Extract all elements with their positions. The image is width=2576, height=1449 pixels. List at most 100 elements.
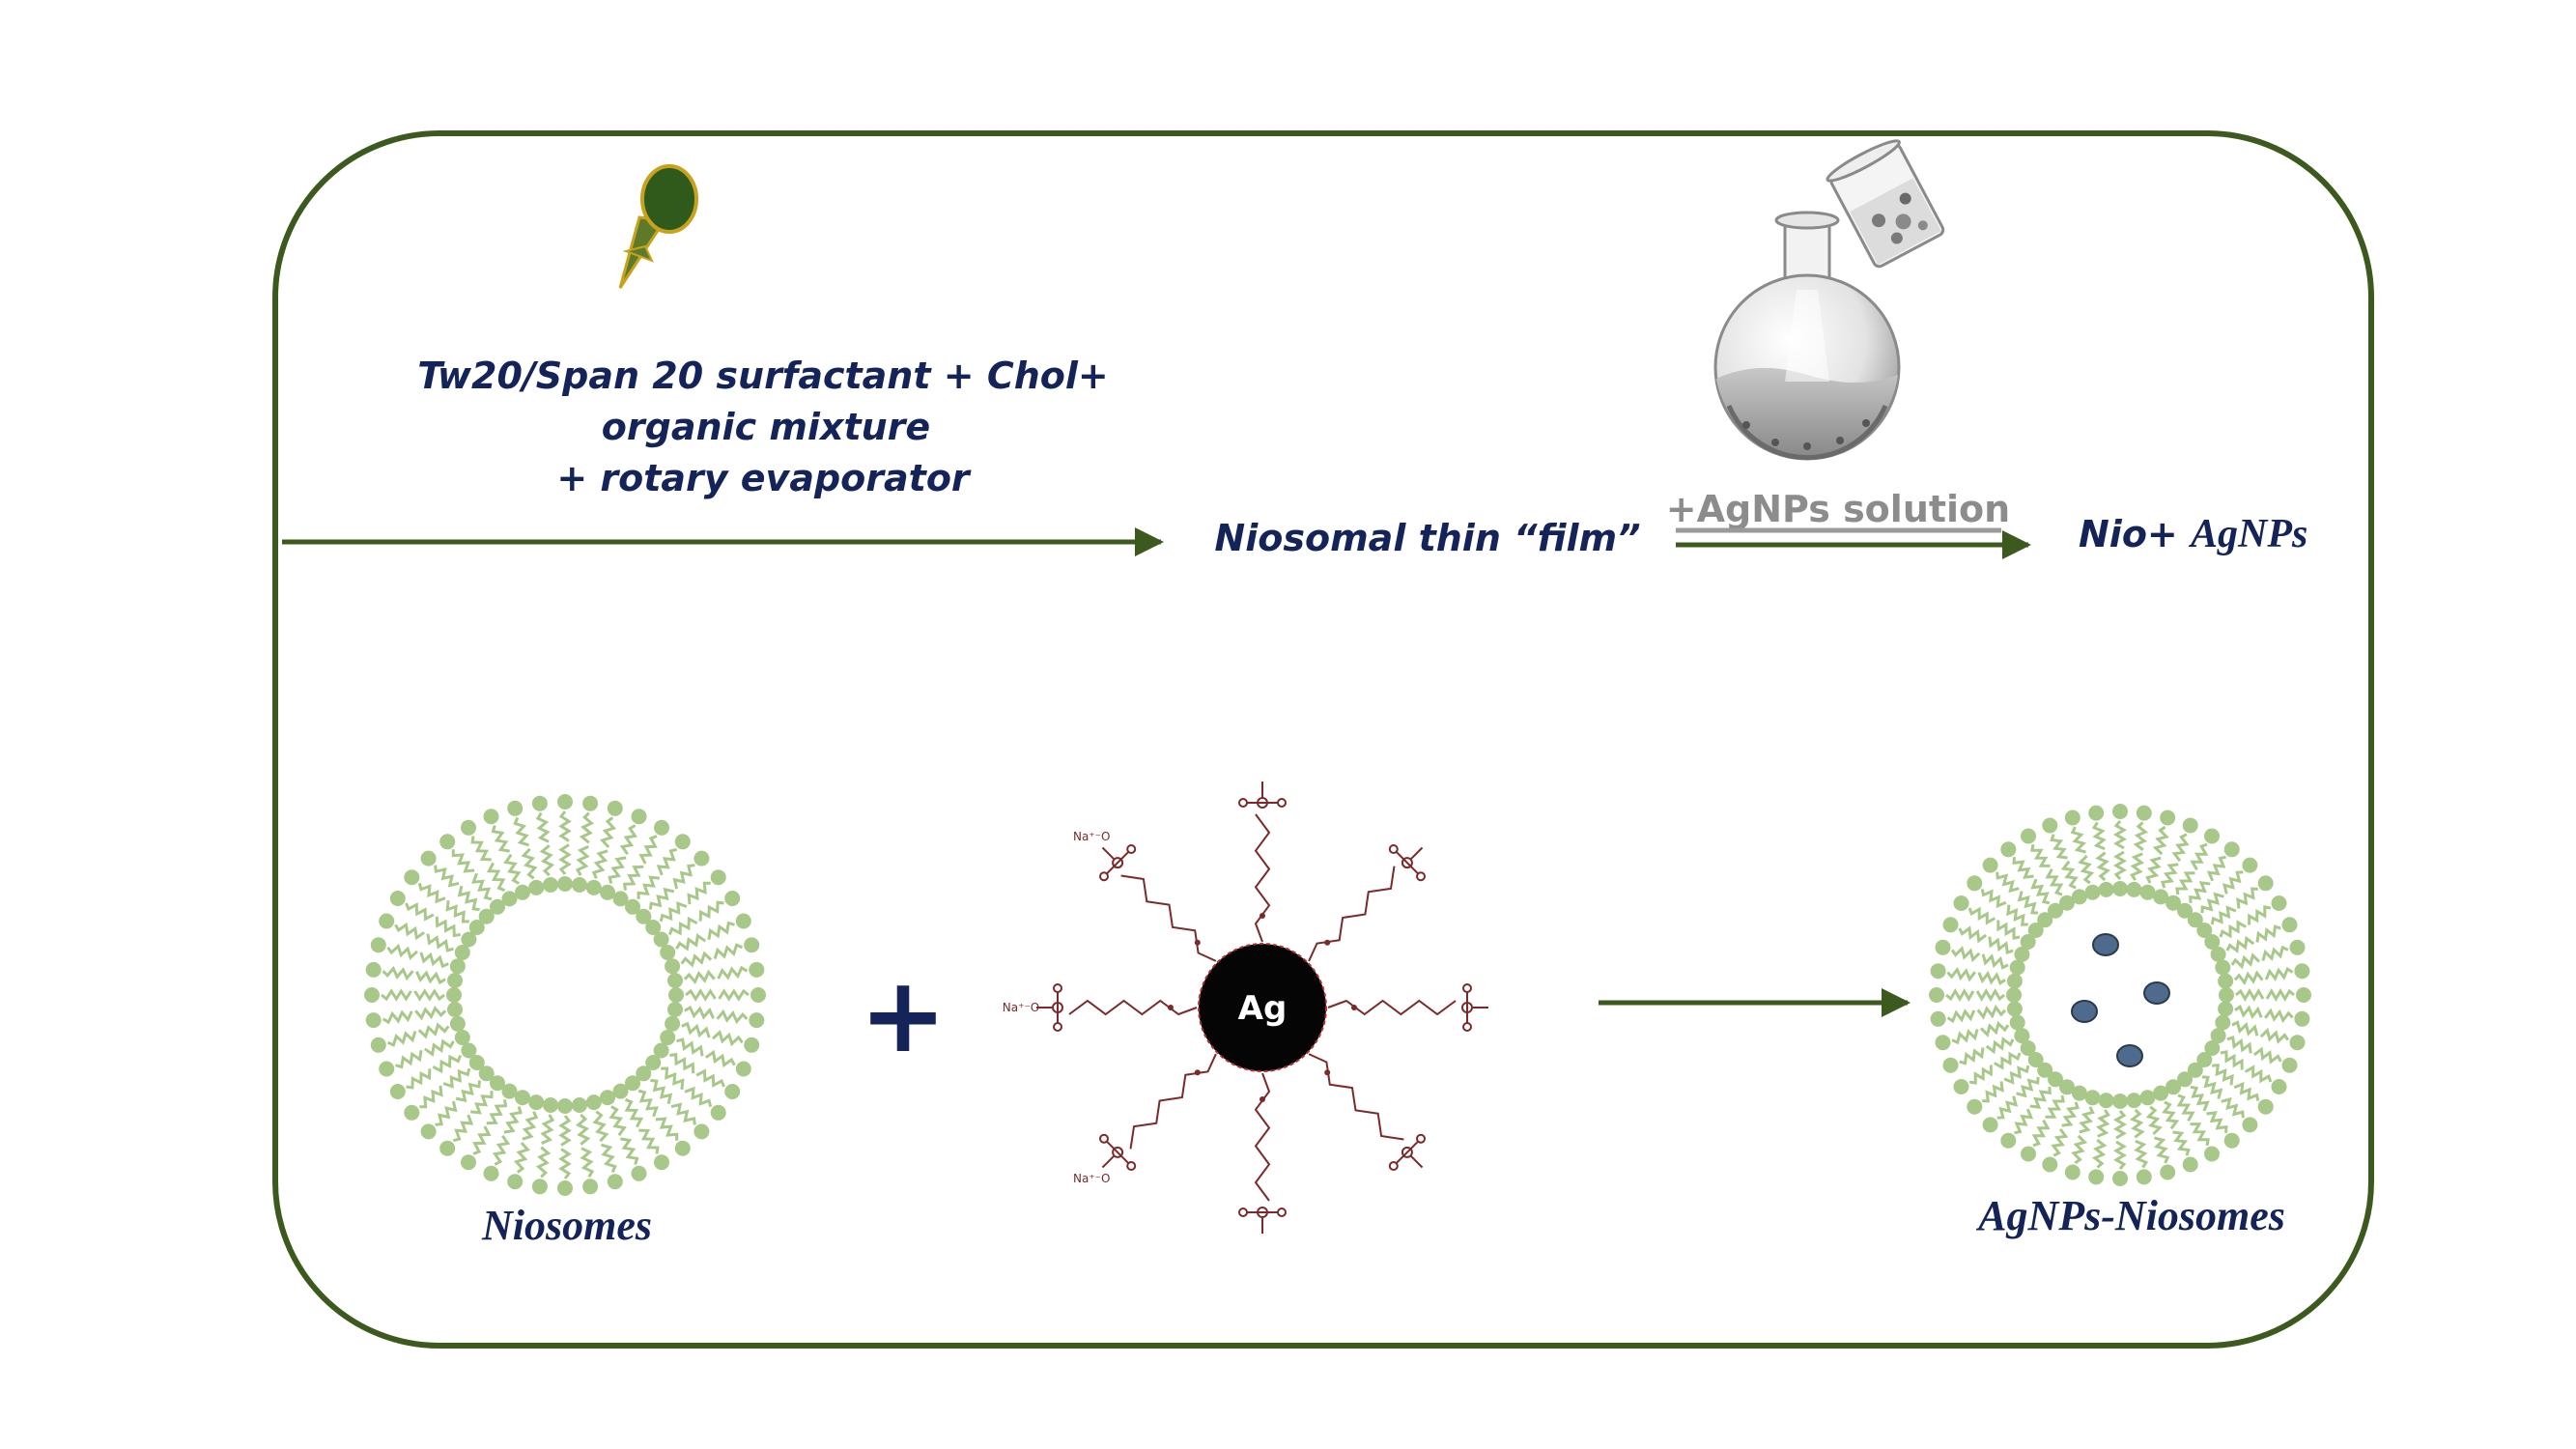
lipid-tail [442, 1067, 471, 1089]
nanoparticle-dot [2143, 981, 2170, 1005]
lipid-tail [2029, 1087, 2052, 1109]
lipid-head [2166, 895, 2181, 911]
lipid-tail [432, 1054, 463, 1074]
lipid-head [2064, 1164, 2081, 1180]
lipid-head [404, 1104, 420, 1121]
lipid-tail [2235, 988, 2265, 1002]
lipid-tail [2201, 1075, 2223, 1099]
lipid-tail [669, 1052, 695, 1074]
lipid-head [507, 800, 524, 816]
lipid-tail [426, 933, 454, 952]
lipid-tail [685, 988, 717, 1002]
lipid-head [749, 1012, 765, 1029]
lipid-head [2027, 1052, 2044, 1067]
lipid-tail [2230, 952, 2261, 970]
lipid-tail [406, 1068, 432, 1090]
lipid-head [2218, 973, 2234, 989]
lipid-tail [558, 1148, 572, 1179]
lipid-head [654, 1154, 669, 1171]
lipid-head [612, 1083, 629, 1099]
lipid-head [2204, 828, 2220, 844]
lipid-head [2215, 959, 2231, 976]
silver-nanoparticle-structure: Na⁺⁻ONa⁺⁻ONa⁺⁻O Ag [1003, 781, 1488, 1234]
lipid-head [1930, 963, 1946, 980]
lipid-head [557, 1098, 573, 1114]
lipid-tail [457, 885, 480, 912]
lipid-head [660, 945, 676, 960]
lipid-tail [1958, 925, 1988, 944]
lipid-tail [1950, 946, 1981, 963]
niosome-vesicle-left [364, 794, 766, 1196]
lipid-tail [470, 836, 492, 862]
lipid-tail [381, 988, 412, 1002]
lipid-head [653, 1042, 669, 1059]
lipid-tail [2095, 851, 2111, 882]
lipid-tail [2206, 1111, 2228, 1133]
lipid-head [2196, 923, 2213, 938]
niosome-vesicle-right [1929, 804, 2311, 1186]
lipid-head [2064, 810, 2081, 826]
lipid-tail [672, 864, 695, 890]
lipid-head [2223, 841, 2240, 858]
lipid-tail [670, 1102, 696, 1125]
lipid-head [557, 1180, 573, 1196]
lipid-tail [2133, 821, 2149, 851]
lipid-head [2296, 987, 2311, 1003]
lipid-tail [620, 1137, 639, 1165]
lipid-tail [1996, 1095, 2019, 1120]
lipid-head [2289, 939, 2306, 955]
lipid-head [744, 1037, 760, 1053]
lipid-tail [2045, 1094, 2065, 1119]
lipid-tail [580, 1147, 595, 1179]
lipid-head [490, 1075, 505, 1092]
lipid-tail [648, 887, 675, 910]
lipid-head [2000, 1132, 2017, 1149]
lipid-tail [382, 1009, 413, 1025]
lipid-head [449, 958, 466, 975]
lipid-head [468, 920, 485, 935]
lipid-tail [1988, 936, 2014, 954]
lipid-head [2037, 1062, 2053, 1078]
lipid-tail [2012, 857, 2034, 879]
lipid-head [2020, 1040, 2036, 1056]
lipid-tail [622, 865, 644, 891]
lipid-head [607, 1174, 623, 1190]
lipid-tail [2244, 1065, 2273, 1084]
lipid-head [2242, 1117, 2258, 1133]
lipid-head [2020, 934, 2036, 950]
lipid-tail [698, 900, 724, 922]
lipid-tail [522, 1111, 539, 1141]
lipid-tail [2130, 852, 2145, 881]
lipid-head [600, 1090, 615, 1106]
lipid-head [2294, 963, 2310, 980]
lipid-head [2166, 1079, 2181, 1095]
lipid-tail [540, 1114, 555, 1145]
lipid-head [710, 1104, 726, 1121]
lipid-tail [558, 1115, 572, 1147]
sulfonate-ligand [1238, 1072, 1287, 1234]
sulfonate-ligand: Na⁺⁻O [1073, 1053, 1217, 1185]
lipid-head [2048, 1071, 2063, 1088]
lipid-tail [2236, 887, 2258, 909]
lipid-tail [2095, 1109, 2110, 1138]
lipid-tail [2264, 1008, 2294, 1024]
lipid-head [668, 987, 684, 1003]
sulfonate-ligand: Na⁺⁻O [1073, 830, 1217, 962]
lipid-head [543, 877, 558, 893]
lipid-head [724, 891, 741, 906]
lipid-tail [704, 1049, 736, 1068]
lipid-tail [535, 1146, 552, 1179]
step1-line3: + rotary evaporator [556, 457, 972, 499]
lipid-tail [624, 1097, 644, 1128]
lipid-head [2139, 1090, 2156, 1106]
lipid-tail [2051, 1127, 2069, 1157]
lipid-tail [2006, 904, 2028, 926]
lipid-head [1942, 1057, 1959, 1073]
lipid-head [2098, 881, 2114, 897]
lipid-head [2112, 1171, 2128, 1186]
lipid-head [531, 1179, 548, 1195]
lipid-head [478, 1065, 495, 1082]
encapsulated-nanoparticles [2071, 933, 2170, 1067]
lipid-head [2204, 1040, 2221, 1056]
lipid-tail [2190, 1122, 2210, 1147]
